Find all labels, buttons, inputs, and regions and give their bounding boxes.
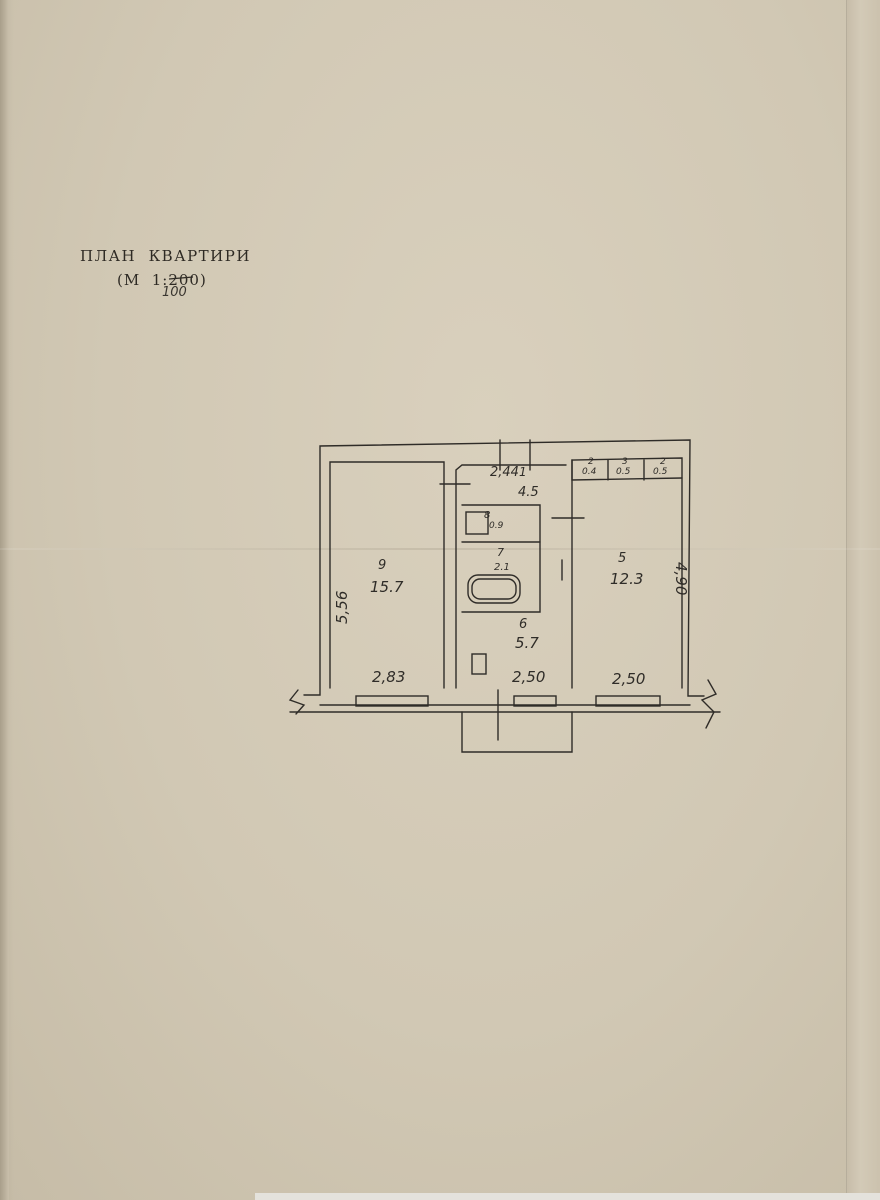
room5-number: 5 bbox=[618, 551, 626, 566]
storage2-number: 3 bbox=[622, 457, 628, 467]
table-surface-strip bbox=[255, 1193, 880, 1200]
dim-room9-length: 5,56 bbox=[333, 591, 351, 624]
storage3-number: 2 bbox=[660, 457, 666, 467]
hall-area: 4.5 bbox=[518, 485, 539, 500]
storage3-area: 0.5 bbox=[653, 467, 668, 477]
break-mark-left bbox=[288, 689, 306, 715]
bathroom-wall bbox=[461, 504, 541, 613]
inner-wall-right bbox=[571, 457, 683, 689]
room6-number: 6 bbox=[519, 617, 527, 632]
bathtub-icon bbox=[467, 574, 521, 604]
room6-area: 5.7 bbox=[515, 634, 539, 652]
room5-area: 12.3 bbox=[610, 570, 643, 588]
break-mark-right bbox=[700, 679, 717, 729]
room9-area: 15.7 bbox=[370, 578, 404, 596]
plan-scale-printed: (М 1:200) bbox=[117, 271, 207, 289]
hall-wall bbox=[455, 464, 567, 689]
sheet-left-edge bbox=[0, 0, 9, 1200]
dim-room5-length: 4,90 bbox=[672, 562, 690, 595]
storage-cells bbox=[571, 459, 683, 481]
loggia-outline bbox=[461, 711, 573, 753]
storage2-area: 0.5 bbox=[616, 467, 631, 477]
horizontal-fold-crease bbox=[0, 548, 880, 550]
window-room6 bbox=[513, 695, 557, 707]
stove-icon bbox=[471, 653, 487, 675]
bathroom-number: 7 bbox=[497, 546, 504, 559]
window-room5 bbox=[595, 695, 661, 707]
storage1-area: 0.4 bbox=[582, 467, 597, 477]
room9-number: 9 bbox=[378, 558, 386, 573]
wc-number: 8 bbox=[484, 510, 490, 521]
plan-title: ПЛАН КВАРТИРИ bbox=[80, 247, 251, 265]
dim-room5-width: 2,50 bbox=[612, 670, 645, 688]
storage1-number: 2 bbox=[588, 457, 594, 467]
dim-room6-width: 2,50 bbox=[512, 668, 545, 686]
inner-wall-outline bbox=[329, 461, 445, 689]
hall-number: 1 bbox=[519, 465, 527, 479]
wc-icon bbox=[465, 511, 489, 535]
folded-right-flap bbox=[846, 0, 880, 1200]
window-room9 bbox=[355, 695, 429, 707]
outer-wall bbox=[303, 439, 705, 697]
wc-area: 0.9 bbox=[489, 521, 504, 531]
plan-scale-handwritten: 100 bbox=[162, 285, 187, 300]
bathroom-area: 2.1 bbox=[494, 562, 510, 573]
dim-hall-width: 2,44 bbox=[490, 465, 519, 480]
dim-room9-width: 2,83 bbox=[372, 668, 405, 686]
